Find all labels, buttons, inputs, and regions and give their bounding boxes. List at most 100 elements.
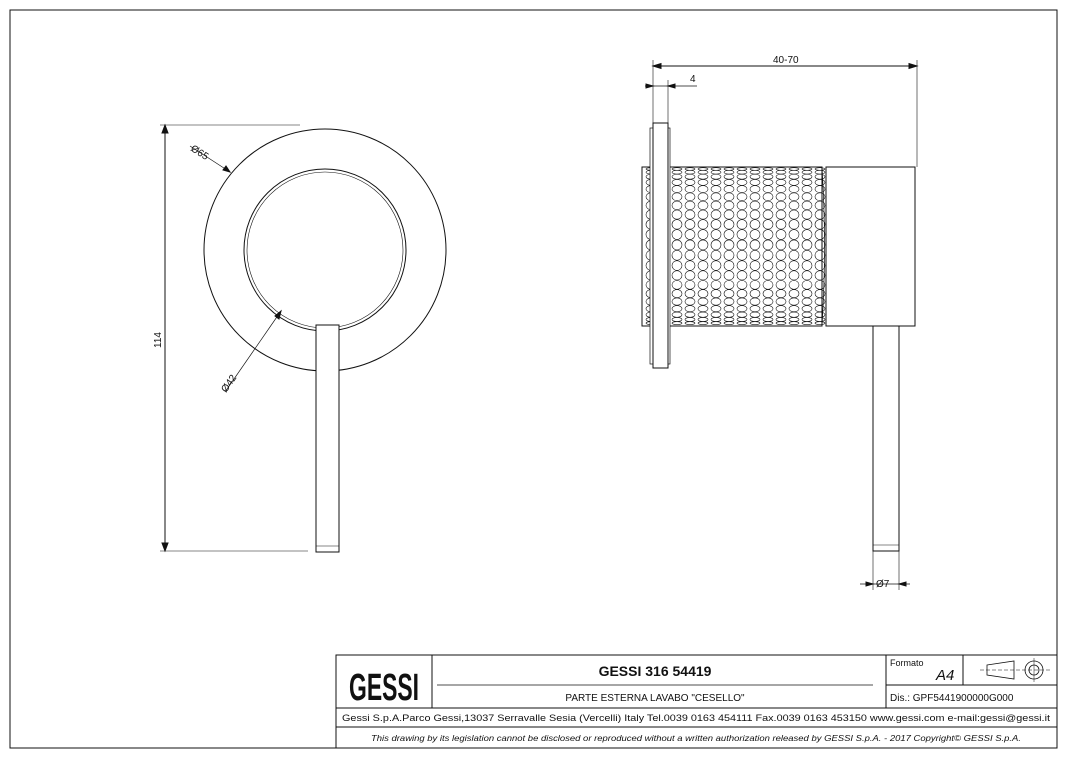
knurl-hole (775, 317, 787, 322)
knurl-hole (684, 209, 696, 220)
knurl-hole (697, 167, 709, 171)
knurl-hole (671, 173, 683, 180)
knurl-hole (749, 170, 761, 175)
knurl-hole (749, 167, 761, 171)
knurl-hole (684, 173, 696, 180)
knurl-hole (788, 297, 800, 306)
knurl-hole (749, 280, 761, 290)
knurl-hole (788, 321, 800, 325)
knurl-hole (788, 192, 800, 202)
knurl-hole (775, 239, 787, 251)
knurl-hole (684, 311, 696, 318)
knurl-hole (671, 167, 683, 171)
knurl-hole (775, 185, 787, 193)
knurl-hole (775, 321, 787, 325)
knurl-hole (749, 260, 761, 271)
knurl-hole (723, 239, 735, 251)
knurl-hole (749, 297, 761, 306)
knurl-hole (775, 170, 787, 175)
knurl-hole (762, 192, 774, 202)
knurl-hole (671, 289, 683, 298)
knurl-hole (697, 179, 709, 186)
handle-inner-circle (246, 171, 404, 329)
knurl-hole (762, 239, 774, 251)
knurl-hole (762, 260, 774, 271)
knurl-hole (723, 185, 735, 193)
knurl-hole (788, 179, 800, 186)
knurl-hole (749, 239, 761, 251)
knurl-hole (684, 219, 696, 230)
knurl-hole (697, 260, 709, 271)
knurl-hole (710, 289, 722, 298)
knurl-hole (723, 167, 735, 171)
knurl-hole (814, 297, 826, 306)
knurl-hole (801, 280, 813, 290)
knurl-hole (723, 192, 735, 202)
knurl-hole (710, 179, 722, 186)
knurl-hole (801, 270, 813, 281)
knurl-hole (749, 305, 761, 313)
knurl-hole (736, 280, 748, 290)
knurl-hole (697, 280, 709, 290)
knurl-hole (749, 317, 761, 322)
knurl-hole (710, 209, 722, 220)
knurl-hole (775, 280, 787, 290)
knurl-hole (775, 289, 787, 298)
knurl-hole (736, 219, 748, 230)
knurl-hole (723, 297, 735, 306)
knurl-hole (684, 179, 696, 186)
knurl-hole (736, 250, 748, 261)
format-label: Formato (890, 658, 924, 668)
handle-body (825, 166, 916, 327)
knurl-hole (749, 229, 761, 240)
knurl-hole (788, 219, 800, 230)
knurl-hole (814, 200, 826, 210)
knurl-hole (684, 317, 696, 322)
knurl-hole (723, 200, 735, 210)
knurl-hole (775, 311, 787, 318)
knurl-hole (801, 289, 813, 298)
knurl-hole (710, 260, 722, 271)
knurl-hole (736, 305, 748, 313)
knurl-hole (710, 185, 722, 193)
knurl-hole (671, 229, 683, 240)
knurl-hole (710, 305, 722, 313)
knurl-hole (684, 260, 696, 271)
knurl-hole (762, 289, 774, 298)
knurl-hole (814, 239, 826, 251)
side-view: 40-70 4 Ø7 (641, 55, 919, 590)
knurl-hole (684, 170, 696, 175)
knurl-hole (710, 270, 722, 281)
knurl-hole (671, 200, 683, 210)
knurl-hole (814, 311, 826, 318)
knurl-hole (814, 209, 826, 220)
knurl-hole (671, 250, 683, 261)
knurl-hole (814, 192, 826, 202)
gessi-logo: GESSI (349, 667, 419, 709)
knurl-hole (801, 167, 813, 171)
knurl-hole (736, 192, 748, 202)
knurl-hole (788, 260, 800, 271)
knurl-hole (697, 297, 709, 306)
knurl-hole (736, 321, 748, 325)
lever-diameter-label: Ø7 (876, 579, 890, 590)
knurl-hole (736, 209, 748, 220)
knurl-hole (710, 200, 722, 210)
knurl-hole (801, 185, 813, 193)
inner-diameter-leader (224, 310, 282, 393)
knurl-hole (788, 185, 800, 193)
knurl-hole (814, 173, 826, 180)
knurl-hole (801, 305, 813, 313)
knurl-hole (671, 209, 683, 220)
knurl-hole (723, 289, 735, 298)
knurl-hole (762, 321, 774, 325)
knurl-hole (775, 229, 787, 240)
knurl-hole (723, 260, 735, 271)
knurl-hole (801, 170, 813, 175)
knurl-hole (723, 170, 735, 175)
knurl-hole (775, 200, 787, 210)
knurl-hole (762, 297, 774, 306)
plate-thickness-label: 4 (690, 74, 696, 85)
knurl-hole (684, 167, 696, 171)
knurled-cylinder (641, 166, 823, 327)
